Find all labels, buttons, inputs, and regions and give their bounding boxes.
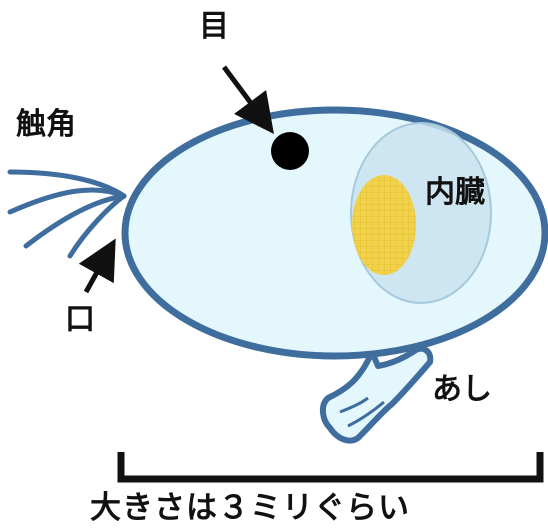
legs-label: あし	[432, 372, 492, 407]
size-caption: 大きさは３ミリぐらい	[90, 490, 410, 526]
antenna-label: 触角	[16, 107, 76, 142]
eye-label: 目	[199, 9, 229, 44]
antenna-lines	[7, 169, 127, 259]
legs-shape	[320, 345, 434, 444]
internal-organs-label: 内臓	[425, 175, 485, 210]
mouth-arrow	[78, 238, 116, 294]
yellow-organ-shape	[352, 175, 416, 275]
mouth-label: 口	[65, 302, 95, 337]
eye-dot	[271, 132, 309, 170]
size-bracket	[117, 452, 544, 483]
eye-arrow	[221, 65, 274, 135]
